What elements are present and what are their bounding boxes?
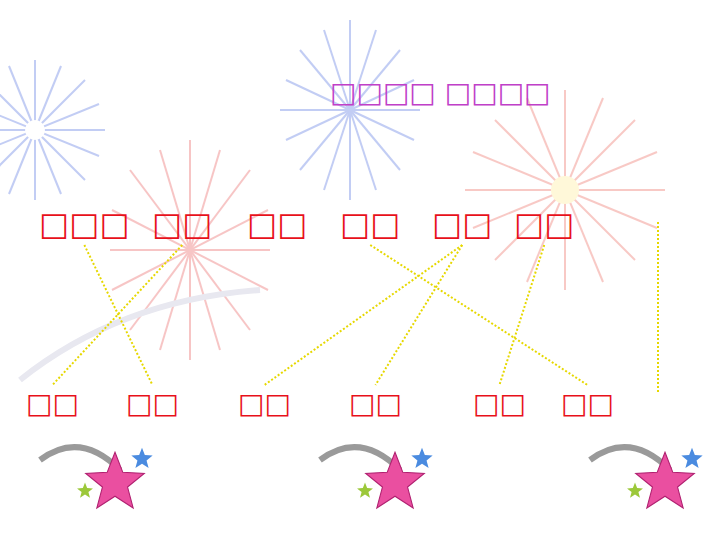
word-text: □□ (349, 387, 402, 420)
word-text: □□ (514, 205, 574, 243)
title: □□□□ □□□□ (330, 76, 551, 109)
match-line (370, 245, 587, 385)
word-node: □□ (243, 203, 311, 245)
word-node: □□ (557, 385, 618, 422)
word-text: □□ (152, 205, 212, 243)
word-text: □□ (473, 387, 526, 420)
word-node: □□ (510, 203, 578, 245)
word-node: □□ (336, 203, 404, 245)
match-line (264, 245, 462, 385)
word-node: □□ (234, 385, 295, 422)
word-text: □□ (561, 387, 614, 420)
match-line (84, 245, 152, 385)
word-node: □□ (22, 385, 83, 422)
match-line (375, 245, 462, 385)
match-line (499, 245, 544, 385)
word-text: □□ (26, 387, 79, 420)
word-text: □□ (247, 205, 307, 243)
word-node: □□ (469, 385, 530, 422)
word-node: □□ (148, 203, 216, 245)
match-line (52, 245, 182, 385)
word-text: □□ (238, 387, 291, 420)
word-text: □□ (340, 205, 400, 243)
word-node: □□ (122, 385, 183, 422)
word-node: □□ (428, 203, 496, 245)
word-text: □□ (126, 387, 179, 420)
word-node: □□ (345, 385, 406, 422)
word-node: □□□ (35, 203, 134, 245)
word-text: □□ (432, 205, 492, 243)
word-text: □□□ (39, 205, 130, 243)
